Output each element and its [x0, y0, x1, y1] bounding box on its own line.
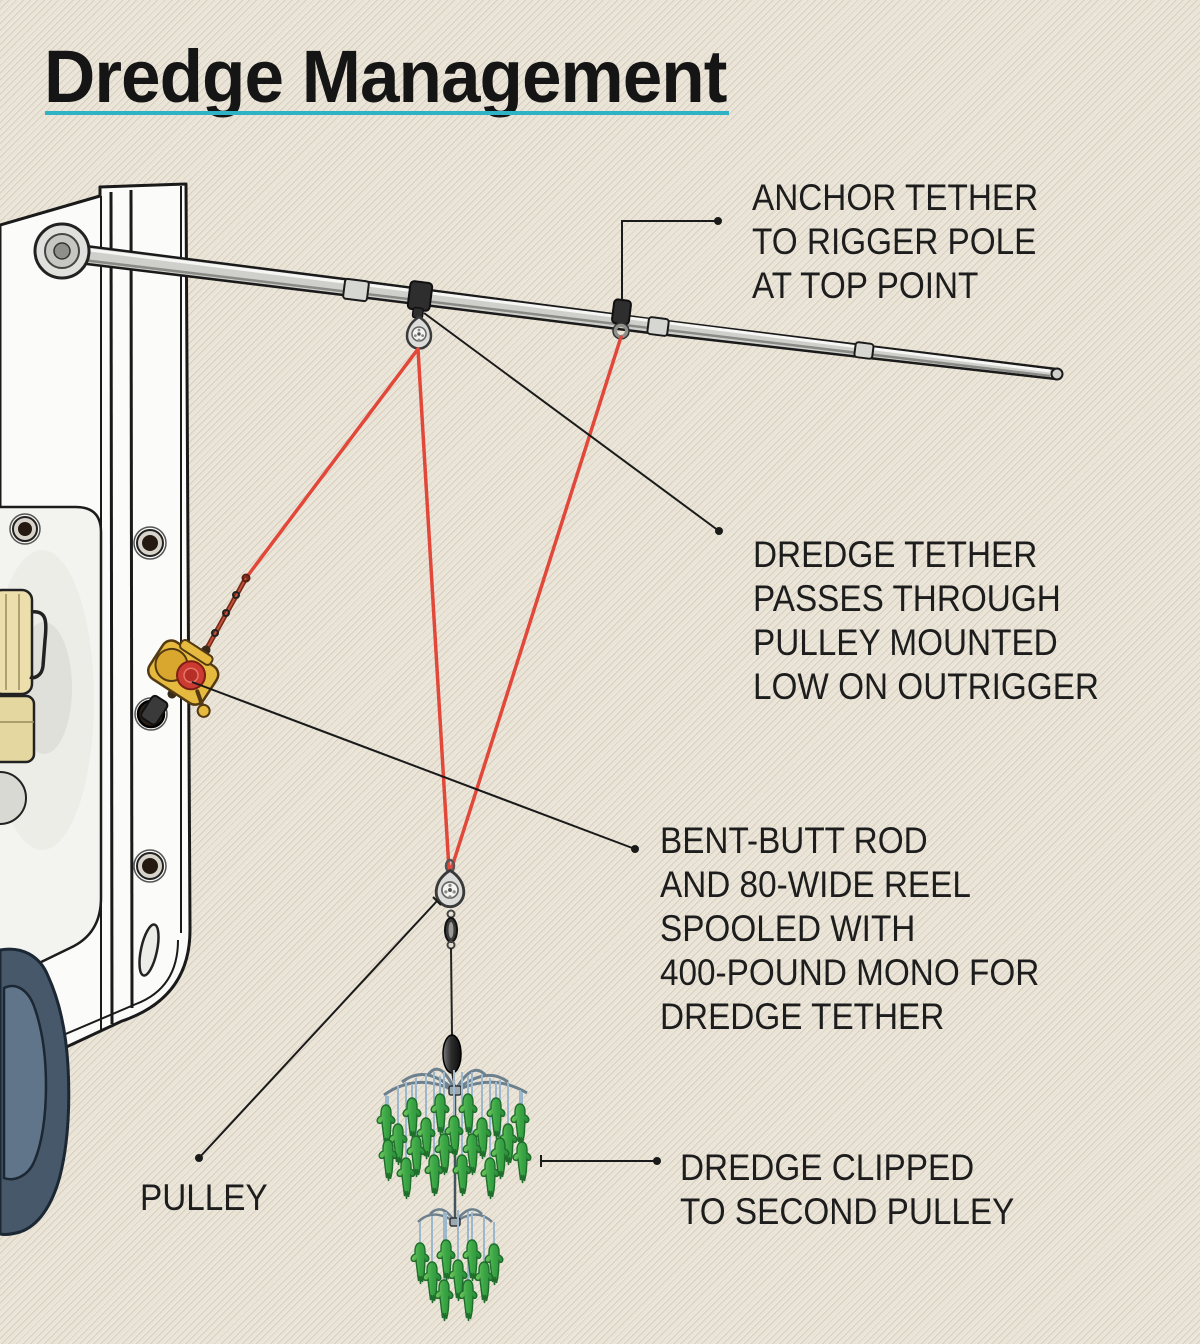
chair-pedestal	[0, 771, 27, 825]
boat-hull	[0, 182, 192, 1236]
squid-lure	[480, 1157, 500, 1200]
pole-collar	[853, 341, 875, 360]
note-line: TO RIGGER POLE	[752, 221, 1037, 262]
rigger-mount-stripe	[129, 189, 134, 1009]
pole-tip	[1050, 367, 1064, 381]
note-line: DREDGE TETHER	[660, 996, 945, 1037]
reel-crank-knob	[196, 703, 211, 718]
bent-butt-rod-and-reel	[134, 573, 251, 731]
callout-dot	[195, 1154, 203, 1162]
second-pulley-assembly	[434, 858, 466, 1089]
reel	[146, 638, 220, 718]
callout-dot	[631, 845, 639, 853]
pole-collar	[646, 316, 670, 337]
squid-lure	[434, 1279, 454, 1322]
note-dredge-tether: DREDGE TETHER PASSES THROUGH PULLEY MOUN…	[753, 533, 1099, 709]
tether-pulley-to-dredge	[416, 347, 451, 872]
barrel-swivel-highlight	[448, 922, 454, 938]
callout-dot	[714, 217, 722, 225]
outrigger-pole	[33, 222, 1064, 381]
callout-dot	[715, 527, 723, 535]
callout-tick	[432, 896, 442, 906]
title-underline	[45, 111, 729, 115]
chair-seams	[5, 594, 20, 690]
note-pulley: PULLEY	[140, 1176, 268, 1220]
squid-lure	[512, 1141, 532, 1184]
rod-shaft-highlight	[205, 577, 247, 651]
note-line: ANCHOR TETHER	[752, 177, 1039, 218]
note-dredge-clipped: DREDGE CLIPPED TO SECOND PULLEY	[680, 1146, 1014, 1234]
rod-guide	[211, 629, 219, 637]
fighting-chair	[0, 588, 72, 825]
callout-anchor-tether	[621, 220, 718, 300]
page-title: Dredge Management	[44, 35, 727, 118]
dredge	[376, 1067, 532, 1322]
anchor-tether-clip	[611, 298, 632, 340]
note-line: BENT-BUTT ROD	[660, 820, 928, 861]
tether-anchor-to-dredge	[449, 335, 623, 872]
pole-base-hub	[53, 242, 71, 260]
callout-dredge-tether	[423, 312, 720, 532]
note-anchor-tether: ANCHOR TETHER TO RIGGER POLE AT TOP POIN…	[752, 176, 1038, 308]
note-line: DREDGE TETHER	[753, 534, 1038, 575]
callout-bent-butt	[191, 681, 636, 850]
pole-collar	[342, 277, 370, 303]
rod-tip-ring	[241, 573, 251, 583]
chair-armrest	[29, 610, 48, 680]
chair-seat	[0, 694, 36, 764]
note-line: AT TOP POINT	[752, 265, 979, 306]
rigger-mount-stripe	[109, 191, 114, 1025]
note-line: LOW ON OUTRIGGER	[753, 666, 1099, 707]
rod-guide	[232, 591, 240, 599]
note-line: 400-POUND MONO FOR	[660, 952, 1040, 993]
note-line: PULLEY MOUNTED	[753, 622, 1058, 663]
note-line: AND 80-WIDE REEL	[660, 864, 971, 905]
note-line: SPOOLED WITH	[660, 908, 916, 949]
dredge-leader-line	[450, 947, 453, 1037]
pole-shade	[65, 256, 1051, 378]
tether-pulley-to-rod	[244, 347, 420, 580]
callout-lines	[191, 217, 723, 1167]
note-bent-butt: BENT-BUTT ROD AND 80-WIDE REEL SPOOLED W…	[660, 819, 1039, 1039]
note-line: DREDGE CLIPPED	[680, 1147, 975, 1188]
note-line: PULLEY	[140, 1177, 268, 1218]
squid-lure	[424, 1154, 444, 1197]
outrigger-pulley-clamp	[405, 280, 434, 350]
callout-pulley	[198, 900, 438, 1159]
note-line: PASSES THROUGH	[753, 578, 1061, 619]
clip-ring	[613, 323, 629, 339]
rod-guide	[222, 609, 230, 617]
callout-dot	[653, 1157, 661, 1165]
swivel-ring	[446, 909, 456, 919]
red-tether-lines	[244, 335, 623, 872]
squid-lure	[396, 1157, 416, 1200]
engine-cowling	[0, 947, 71, 1236]
pole-highlight	[65, 245, 1051, 373]
trolling-weight	[442, 1034, 462, 1074]
gimbal	[140, 694, 169, 726]
upper-pulley	[405, 315, 433, 350]
hull-chine-line	[0, 939, 179, 1063]
rod-holders	[9, 513, 167, 977]
chair-backrest	[0, 588, 34, 696]
second-pulley	[434, 869, 466, 909]
note-line: TO SECOND PULLEY	[680, 1191, 1015, 1232]
